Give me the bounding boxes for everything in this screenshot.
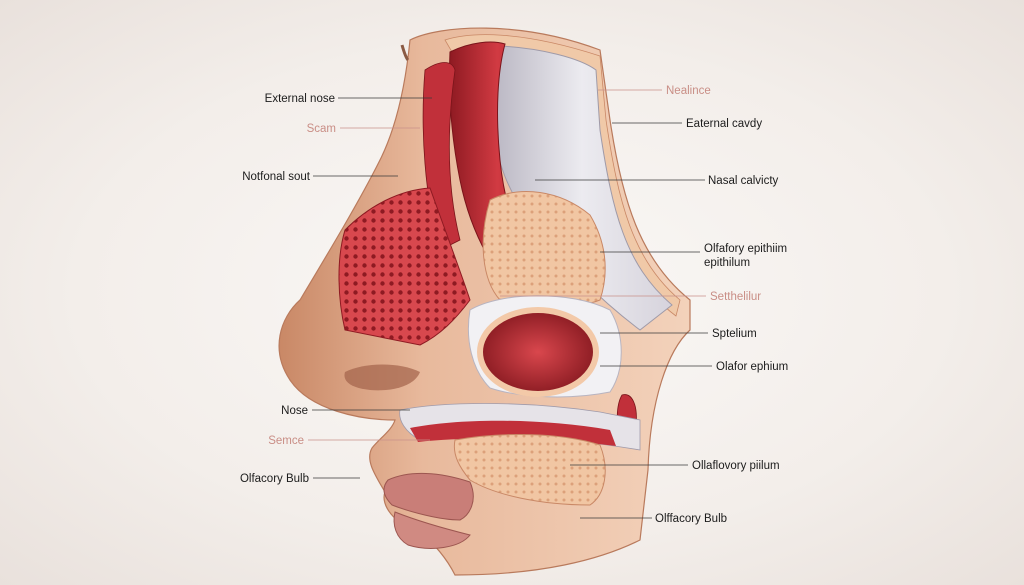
porous-tissue [338,187,471,346]
left-leader-lines [308,97,432,479]
label-eaternal-cavdy: Eaternal cavdy [686,118,762,130]
label-nose: Nose [281,405,308,417]
label-olafor-ephium: Olafor ephium [716,361,788,373]
lips [383,473,474,521]
label-semce: Semce [268,435,304,447]
right-leader-lines [500,89,712,519]
ethmoid-bone [482,191,606,307]
label-external-nose: External nose [265,93,335,105]
label-nealince: Nealince [666,85,711,97]
label-nasal-calvicty: Nasal calvicty [708,175,779,187]
label-olfacory-bulb: Olfacory Bulb [240,473,309,485]
label-scam: Scam [307,123,336,135]
label-olffacory-bulb: Olffacory Bulb [655,513,727,525]
label-notfonal-sout: Notfonal sout [242,171,311,183]
label-olfafory-epithiim: Olfafory epithiim [704,243,787,255]
label-epithilum: epithilum [704,257,750,269]
maxilla-bone [453,434,606,506]
label-ollaflovory-piilum: Ollaflovory piilum [692,460,780,472]
nasal-cavity-opening [477,307,599,397]
label-sptelium: Sptelium [712,328,757,340]
label-setthelilur: Setthelilur [710,291,761,303]
